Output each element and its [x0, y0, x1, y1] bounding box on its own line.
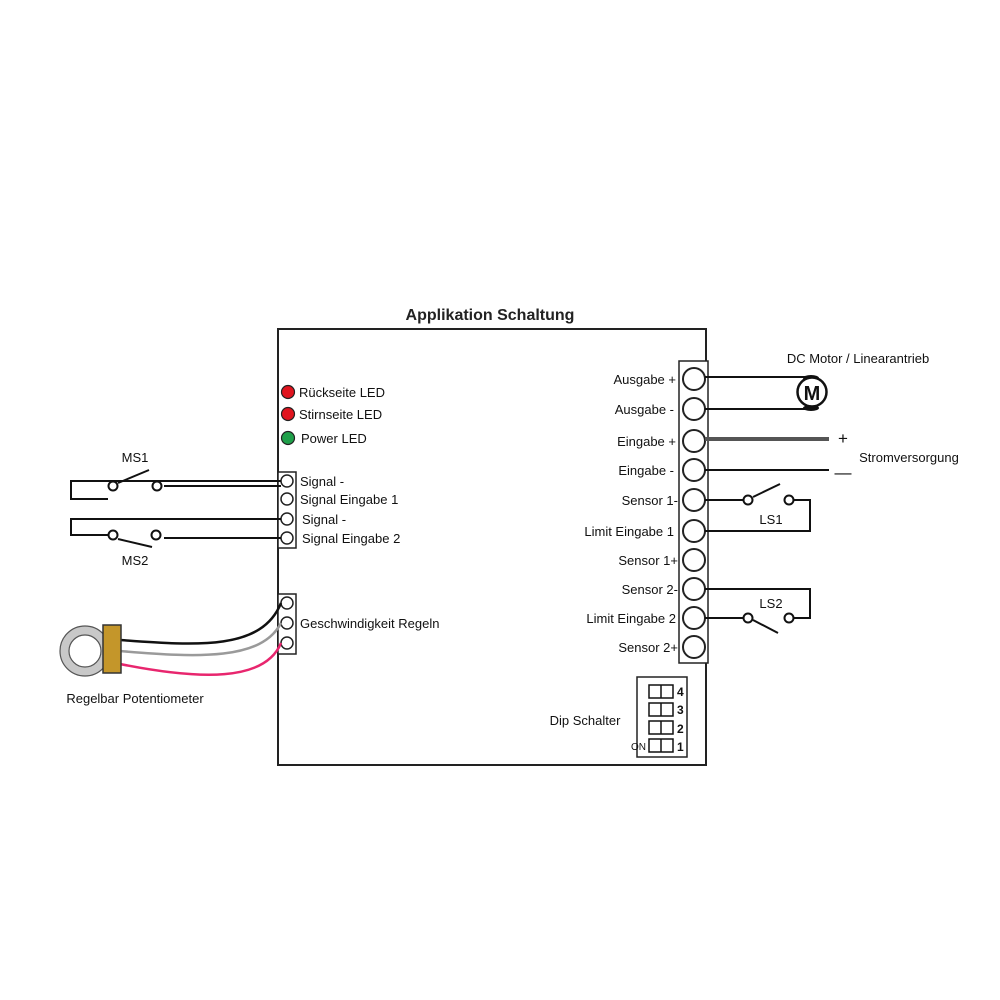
dip-number-3: 3: [677, 703, 684, 717]
terminal-screw-icon: [682, 429, 706, 453]
motor-wiring: [705, 376, 812, 410]
terminal-input-minus: Eingabe -: [618, 463, 674, 478]
controller-module: [277, 328, 707, 766]
ms1-terminal-icon: [151, 480, 163, 492]
ms1-terminal-icon: [107, 480, 119, 492]
ls2-contact: [752, 619, 779, 634]
ls1-switch: [705, 483, 811, 532]
power-minus-symbol: —: [835, 463, 852, 482]
ls1-terminal-icon: [742, 494, 754, 506]
terminal-sensor-2-minus: Sensor 2-: [622, 582, 678, 597]
terminal-screw-icon: [280, 596, 294, 610]
dip-switch: 4 3 2 1 ON: [631, 676, 688, 758]
front-led-icon: [280, 406, 296, 422]
dip-on-label: ON: [631, 742, 646, 753]
potentiometer-wires: [119, 602, 283, 676]
terminal-screw-icon: [682, 606, 706, 630]
signal-terminal-strip: [277, 471, 297, 549]
rear-led-icon: [280, 384, 296, 400]
terminal-signal-minus-2: Signal -: [302, 512, 346, 527]
rear-led-label: Rückseite LED: [299, 385, 385, 400]
pot-wire-black: [119, 602, 283, 645]
ms1-label: MS1: [122, 450, 149, 465]
terminal-screw-icon: [280, 531, 294, 545]
speed-terminal-block: Geschwindigkeit Regeln: [277, 593, 439, 655]
ms2-terminal-icon: [150, 529, 162, 541]
terminal-screw-icon: [682, 488, 706, 512]
ms1-switch: [70, 469, 281, 500]
motor-symbol: M: [804, 383, 821, 405]
terminal-screw-icon: [682, 635, 706, 659]
ms2-wire: [70, 518, 281, 536]
ms1-wire: [70, 480, 281, 500]
terminal-sensor-1-plus: Sensor 1+: [618, 553, 678, 568]
terminal-screw-icon: [682, 548, 706, 572]
terminal-screw-icon: [682, 519, 706, 543]
dc-motor-icon: M: [796, 375, 828, 411]
dip-number-1: 1: [677, 740, 684, 754]
terminal-screw-icon: [682, 577, 706, 601]
terminal-screw-icon: [280, 492, 294, 506]
terminal-sensor-1-minus: Sensor 1-: [622, 493, 678, 508]
terminal-screw-icon: [682, 458, 706, 482]
ms1-contact: [117, 469, 150, 484]
terminal-limit-input-2: Limit Eingabe 2: [586, 611, 676, 626]
pot-wire-pink: [119, 642, 283, 676]
dc-motor-label: DC Motor / Linearantrieb: [787, 351, 929, 366]
dip-number-2: 2: [677, 722, 684, 736]
power-plus-symbol: +: [838, 429, 848, 448]
pot-wire-gray: [119, 622, 283, 657]
terminal-input-plus: Eingabe +: [617, 434, 676, 449]
dip-number-4: 4: [677, 685, 684, 699]
power-supply-label: Stromversorgung: [859, 450, 959, 465]
dip-switch-label: Dip Schalter: [550, 713, 621, 728]
terminal-sensor-2-plus: Sensor 2+: [618, 640, 678, 655]
diagram-title: Applikation Schaltung: [406, 307, 575, 324]
ms2-terminal-icon: [107, 529, 119, 541]
terminal-output-plus: Ausgabe +: [613, 372, 676, 387]
ms2-label: MS2: [122, 553, 149, 568]
ls1-contact: [752, 483, 781, 498]
terminal-screw-icon: [280, 616, 294, 630]
ls2-terminal-icon: [783, 612, 795, 624]
power-led-label: Power LED: [301, 431, 367, 446]
ls1-wire: [705, 499, 811, 532]
terminal-limit-input-1: Limit Eingabe 1: [584, 524, 674, 539]
ms2-switch: [70, 518, 281, 548]
ls1-label: LS1: [759, 512, 782, 527]
potentiometer-icon: [59, 624, 122, 677]
ls1-terminal-icon: [783, 494, 795, 506]
power-led-icon: [280, 430, 296, 446]
ms2-contact: [117, 538, 153, 548]
terminal-signal-input-1: Signal Eingabe 1: [300, 492, 398, 507]
terminal-signal-minus-1: Signal -: [300, 474, 344, 489]
led-indicators: Rückseite LED Stirnseite LED Power LED: [280, 384, 385, 446]
signal-terminal-block: Signal - Signal Eingabe 1 Signal - Signa…: [277, 471, 400, 549]
terminal-screw-icon: [682, 367, 706, 391]
terminal-signal-input-2: Signal Eingabe 2: [302, 531, 400, 546]
terminal-screw-icon: [280, 474, 294, 488]
front-led-label: Stirnseite LED: [299, 407, 382, 422]
output-terminal-block: Ausgabe + Ausgabe - Eingabe + Eingabe - …: [584, 360, 709, 664]
ls2-terminal-icon: [742, 612, 754, 624]
speed-control-label: Geschwindigkeit Regeln: [300, 616, 439, 631]
ls2-label: LS2: [759, 596, 782, 611]
terminal-output-minus: Ausgabe -: [615, 402, 674, 417]
terminal-screw-icon: [280, 636, 294, 650]
ls2-switch: [705, 588, 811, 634]
terminal-screw-icon: [280, 512, 294, 526]
potentiometer-label: Regelbar Potentiometer: [66, 691, 204, 706]
ls2-wire: [705, 588, 811, 619]
terminal-screw-icon: [682, 397, 706, 421]
